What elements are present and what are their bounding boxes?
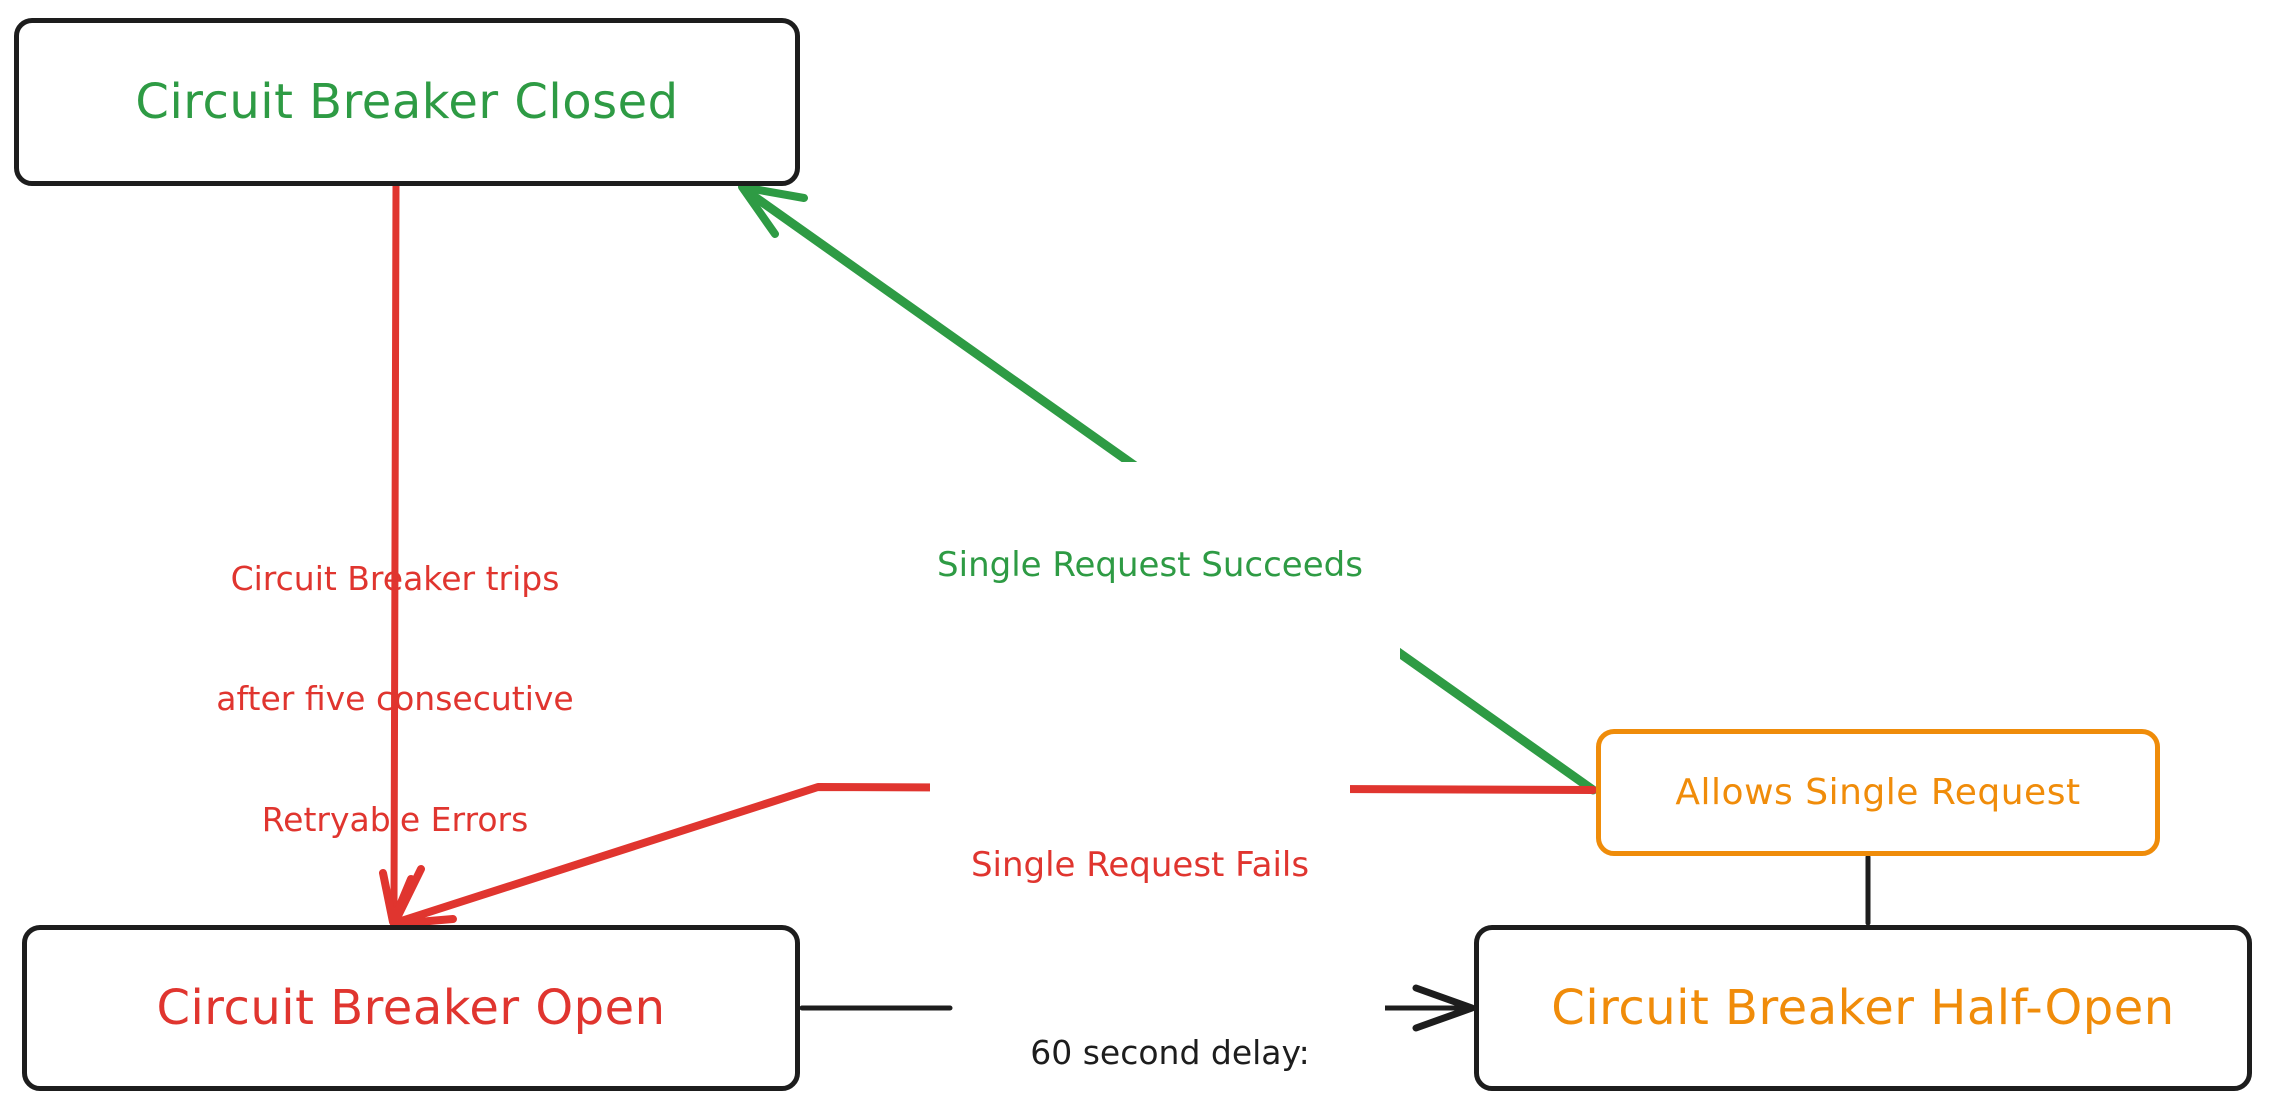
edge-label-allows-to-open-line-1: Single Request Fails: [970, 844, 1310, 885]
edge-label-allows-to-closed-line-1: Single Request Succeeds: [937, 544, 1363, 585]
edge-open-to-half-open-arrowhead: [1412, 984, 1476, 1032]
edge-label-closed-to-open-line-3: Retryable Errors: [261, 800, 529, 839]
edge-label-open-to-half-open-line-1: 60 second delay:: [1030, 1032, 1310, 1072]
node-allows-single-request-label: Allows Single Request: [1675, 772, 2081, 813]
edge-label-allows-to-open: Single Request Fails: [930, 762, 1350, 970]
node-circuit-breaker-half-open-label: Circuit Breaker Half-Open: [1551, 980, 2175, 1036]
node-circuit-breaker-half-open[interactable]: Circuit Breaker Half-Open: [1474, 925, 2252, 1091]
edge-label-open-to-half-open: 60 second delay: No requests allowed: [955, 952, 1385, 1107]
node-allows-single-request[interactable]: Allows Single Request: [1596, 729, 2160, 856]
edge-label-closed-to-open: Circuit Breaker trips after five consecu…: [145, 478, 645, 921]
node-circuit-breaker-open-label: Circuit Breaker Open: [156, 980, 666, 1036]
node-circuit-breaker-open[interactable]: Circuit Breaker Open: [22, 925, 800, 1091]
node-circuit-breaker-closed-label: Circuit Breaker Closed: [135, 74, 679, 130]
node-circuit-breaker-closed[interactable]: Circuit Breaker Closed: [14, 18, 800, 186]
edge-label-closed-to-open-line-2: after five consecutive: [216, 679, 574, 719]
edge-label-closed-to-open-line-1: Circuit Breaker trips: [230, 558, 560, 598]
edge-allows-to-closed-arrowhead: [738, 183, 808, 238]
edge-label-allows-to-closed: Single Request Succeeds: [900, 462, 1400, 670]
